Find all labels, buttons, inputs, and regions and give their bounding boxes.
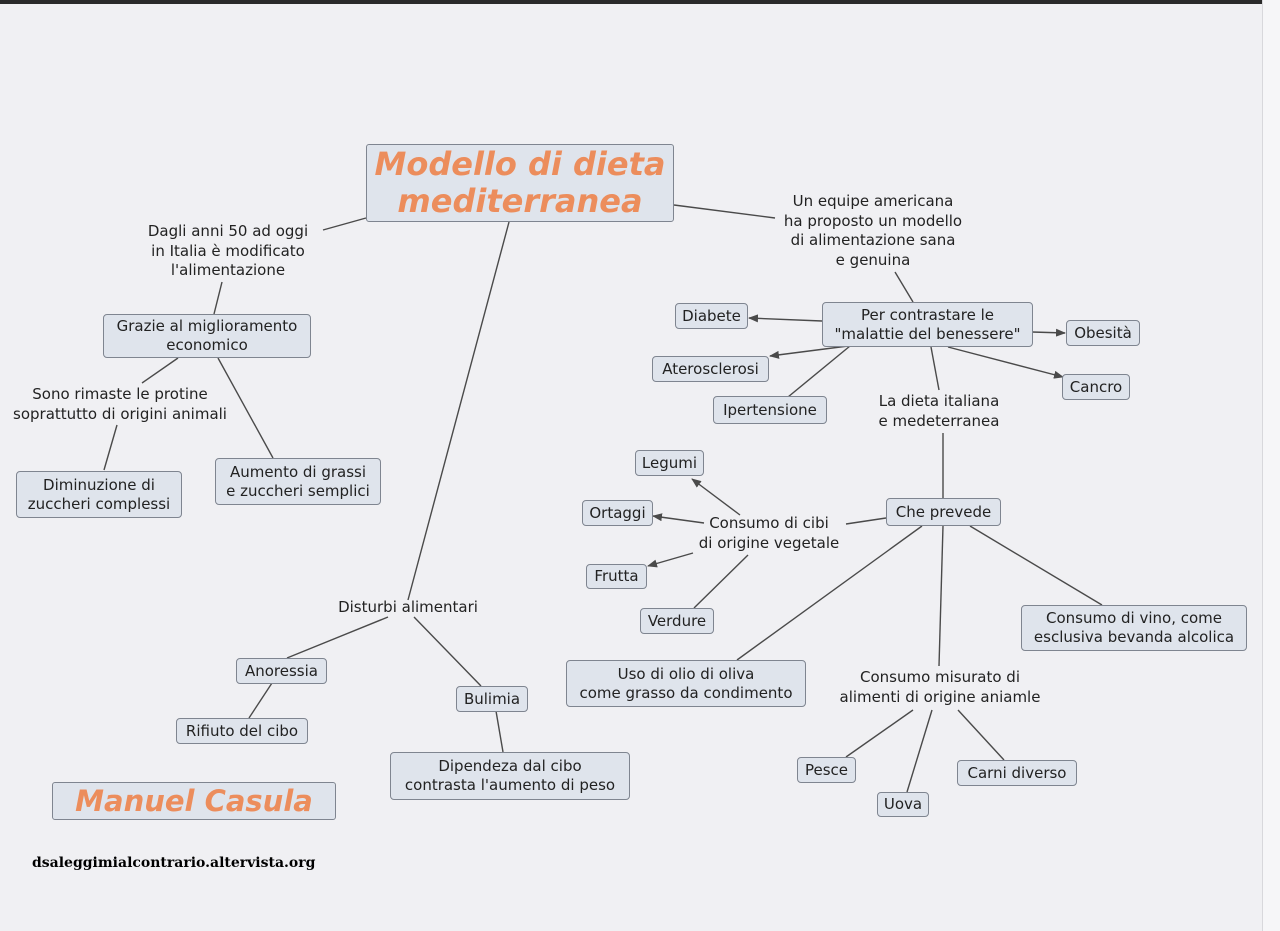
node-diabete: Diabete [675,303,748,329]
link-title-equipe [673,204,776,219]
link-anoressia-rifiuto [248,682,273,719]
link-misurato-uova [906,709,933,793]
label-consumo-misurato: Consumo misurato di alimenti di origine … [839,668,1041,706]
label-dieta-italiana: La dieta italiana e medeterranea [878,392,1000,430]
link-equipe-per [894,271,914,303]
node-per-contrastare: Per contrastare le "malattie del benesse… [822,302,1033,347]
link-che-olio [736,525,923,661]
label-sono-rimaste: Sono rimaste le protine soprattutto di o… [13,385,227,423]
node-diminuzione: Diminuzione di zuccheri complessi [16,471,182,518]
node-dipendenza: Dipendeza dal cibo contrasta l'aumento d… [390,752,630,800]
node-ipertensione: Ipertensione [713,396,827,424]
node-legumi: Legumi [635,450,704,476]
link-misurato-carni [957,709,1005,761]
node-pesce: Pesce [797,757,856,783]
node-uova: Uova [877,792,929,817]
node-bulimia: Bulimia [456,686,528,712]
link-consumo-verdure [693,554,749,609]
link-grazie-aumento [217,357,274,459]
node-carni: Carni diverso [957,760,1077,786]
node-vino: Consumo di vino, come esclusiva bevanda … [1021,605,1247,651]
link-per-obesita [1031,328,1066,337]
label-disturbi: Disturbi alimentari [338,598,478,616]
node-aumento: Aumento di grassi e zuccheri semplici [215,458,381,505]
link-bulimia-dipendenza [495,710,504,753]
node-che-prevede: Che prevede [886,498,1001,526]
link-che-vino [969,525,1103,606]
node-rifiuto: Rifiuto del cibo [176,718,308,744]
link-disturbi-bulimia [413,616,482,687]
node-anoressia: Anoressia [236,658,327,684]
link-title-disturbi [407,221,510,601]
link-che-consumo [845,517,887,525]
label-equipe: Un equipe americana ha proposto un model… [783,192,963,269]
node-frutta: Frutta [586,564,647,589]
link-sono-diminuzione [103,424,118,471]
scan-top-edge [0,0,1280,4]
node-obesita: Obesità [1066,320,1140,346]
node-olio: Uso di olio di oliva come grasso da cond… [566,660,806,707]
author-box: Manuel Casula [52,782,336,820]
link-consumo-legumi [691,478,741,516]
link-per-diabete [748,314,823,323]
website-credit: dsaleggimialcontrario.altervista.org [32,855,316,871]
node-verdure: Verdure [640,608,714,634]
link-disturbi-anoressia [286,616,389,659]
link-misurato-pesce [845,709,914,758]
scan-right-edge [1262,0,1280,931]
node-cancro: Cancro [1062,374,1130,400]
link-consumo-frutta [647,552,694,568]
link-per-aterosclerosi [769,345,849,359]
link-che-misurato [938,525,944,667]
link-per-ipertensione [787,345,851,398]
link-title-dagli [322,217,367,231]
map-title: Modello di dieta mediterranea [366,144,674,222]
node-aterosclerosi: Aterosclerosi [652,356,769,382]
link-dagli-grazie [213,281,223,315]
link-grazie-sono [141,357,179,384]
node-ortaggi: Ortaggi [582,500,653,526]
label-consumo-cibi: Consumo di cibi di origine vegetale [698,514,840,552]
node-grazie: Grazie al miglioramento economico [103,314,311,358]
link-consumo-ortaggi [652,513,705,524]
link-per-dieta [930,346,940,391]
link-per-cancro [947,346,1064,379]
label-dagli-anni: Dagli anni 50 ad oggi in Italia è modifi… [147,222,309,279]
